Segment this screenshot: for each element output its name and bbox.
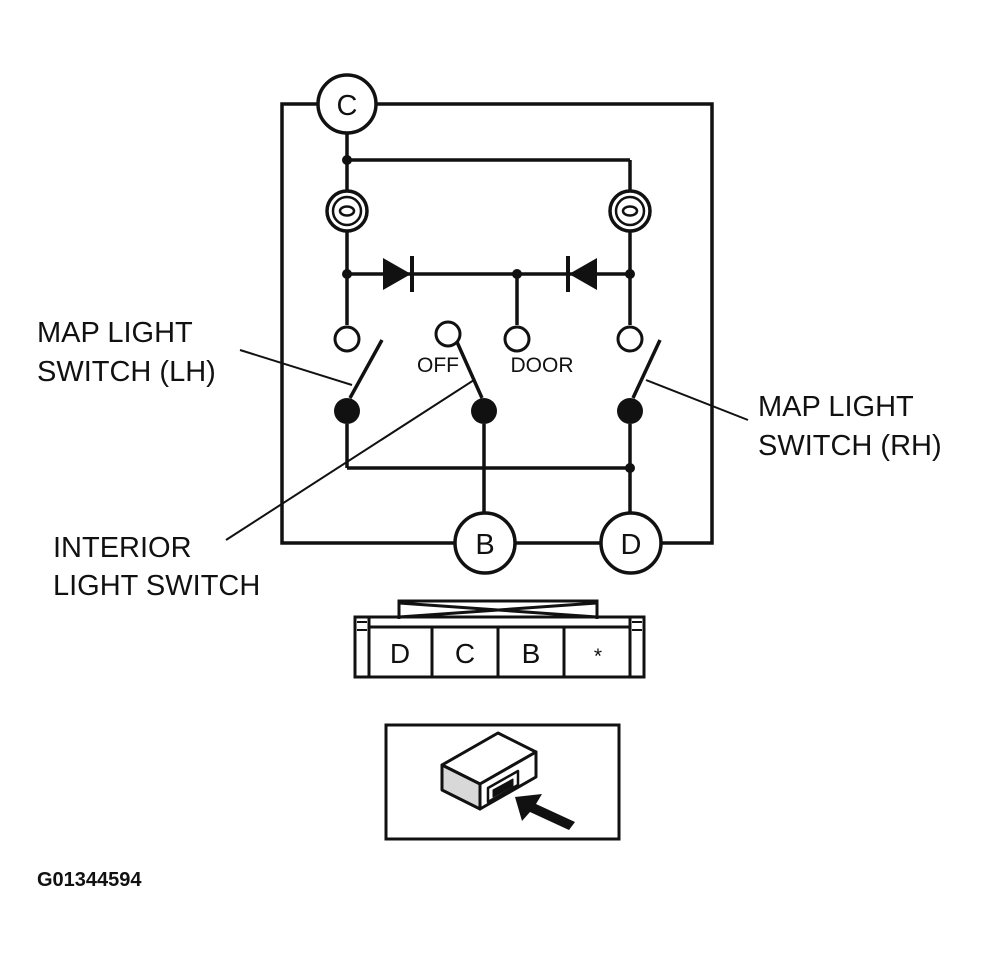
junction-dot xyxy=(342,269,352,279)
junction-dots xyxy=(342,155,635,473)
map-light-lh-line1: MAP LIGHT xyxy=(37,317,193,349)
switch-blades xyxy=(348,339,662,399)
leader-lines xyxy=(225,349,749,541)
locator-inset xyxy=(384,723,621,841)
terminal-c-label: C xyxy=(337,90,358,122)
switch-unit-icon xyxy=(440,731,538,811)
door-label: DOOR xyxy=(511,354,574,377)
open-contacts xyxy=(333,320,644,353)
diode-left-icon xyxy=(383,256,414,292)
interior-light-line2: LIGHT SWITCH xyxy=(53,570,260,602)
connector-pin-c: C xyxy=(455,638,475,669)
junction-dot xyxy=(625,269,635,279)
terminal-c: C xyxy=(316,73,378,135)
off-label: OFF xyxy=(417,354,459,377)
connector-pin-star: * xyxy=(594,645,602,668)
leader-rh xyxy=(645,379,749,421)
figure-code: G01344594 xyxy=(37,869,142,891)
switch-blade-rh xyxy=(631,339,662,399)
internal-wires xyxy=(345,131,632,515)
switch-pivots xyxy=(334,398,643,424)
pivot-rh xyxy=(617,398,643,424)
terminal-b: B xyxy=(453,511,517,575)
junction-dot xyxy=(512,269,522,279)
map-light-rh-line2: SWITCH (RH) xyxy=(758,430,942,462)
switch-blade-lh xyxy=(348,339,384,399)
map-light-lh-line2: SWITCH (LH) xyxy=(37,356,216,388)
terminal-d: D xyxy=(599,511,663,575)
leader-lh xyxy=(239,349,353,386)
map-light-rh-line1: MAP LIGHT xyxy=(758,391,914,423)
connector-face xyxy=(353,599,646,679)
arrow-icon xyxy=(515,794,575,830)
terminal-b-label: B xyxy=(475,529,494,561)
connector-pin-d: D xyxy=(390,638,410,669)
leader-interior xyxy=(225,379,475,541)
diode-right-icon xyxy=(566,256,597,292)
bulb-left-icon xyxy=(325,189,369,233)
junction-dot xyxy=(625,463,635,473)
bulb-right-icon xyxy=(608,189,652,233)
contact-door xyxy=(503,325,531,353)
pivot-interior xyxy=(471,398,497,424)
pivot-lh xyxy=(334,398,360,424)
interior-light-line1: INTERIOR xyxy=(53,532,192,564)
outer-frame-wire xyxy=(280,102,714,545)
junction-dot xyxy=(342,155,352,165)
contact-lh xyxy=(333,325,361,353)
contact-rh xyxy=(616,325,644,353)
connector-pin-b: B xyxy=(522,638,541,669)
terminal-d-label: D xyxy=(621,529,642,561)
contact-off xyxy=(434,320,462,348)
switch-blade-interior xyxy=(455,341,484,399)
